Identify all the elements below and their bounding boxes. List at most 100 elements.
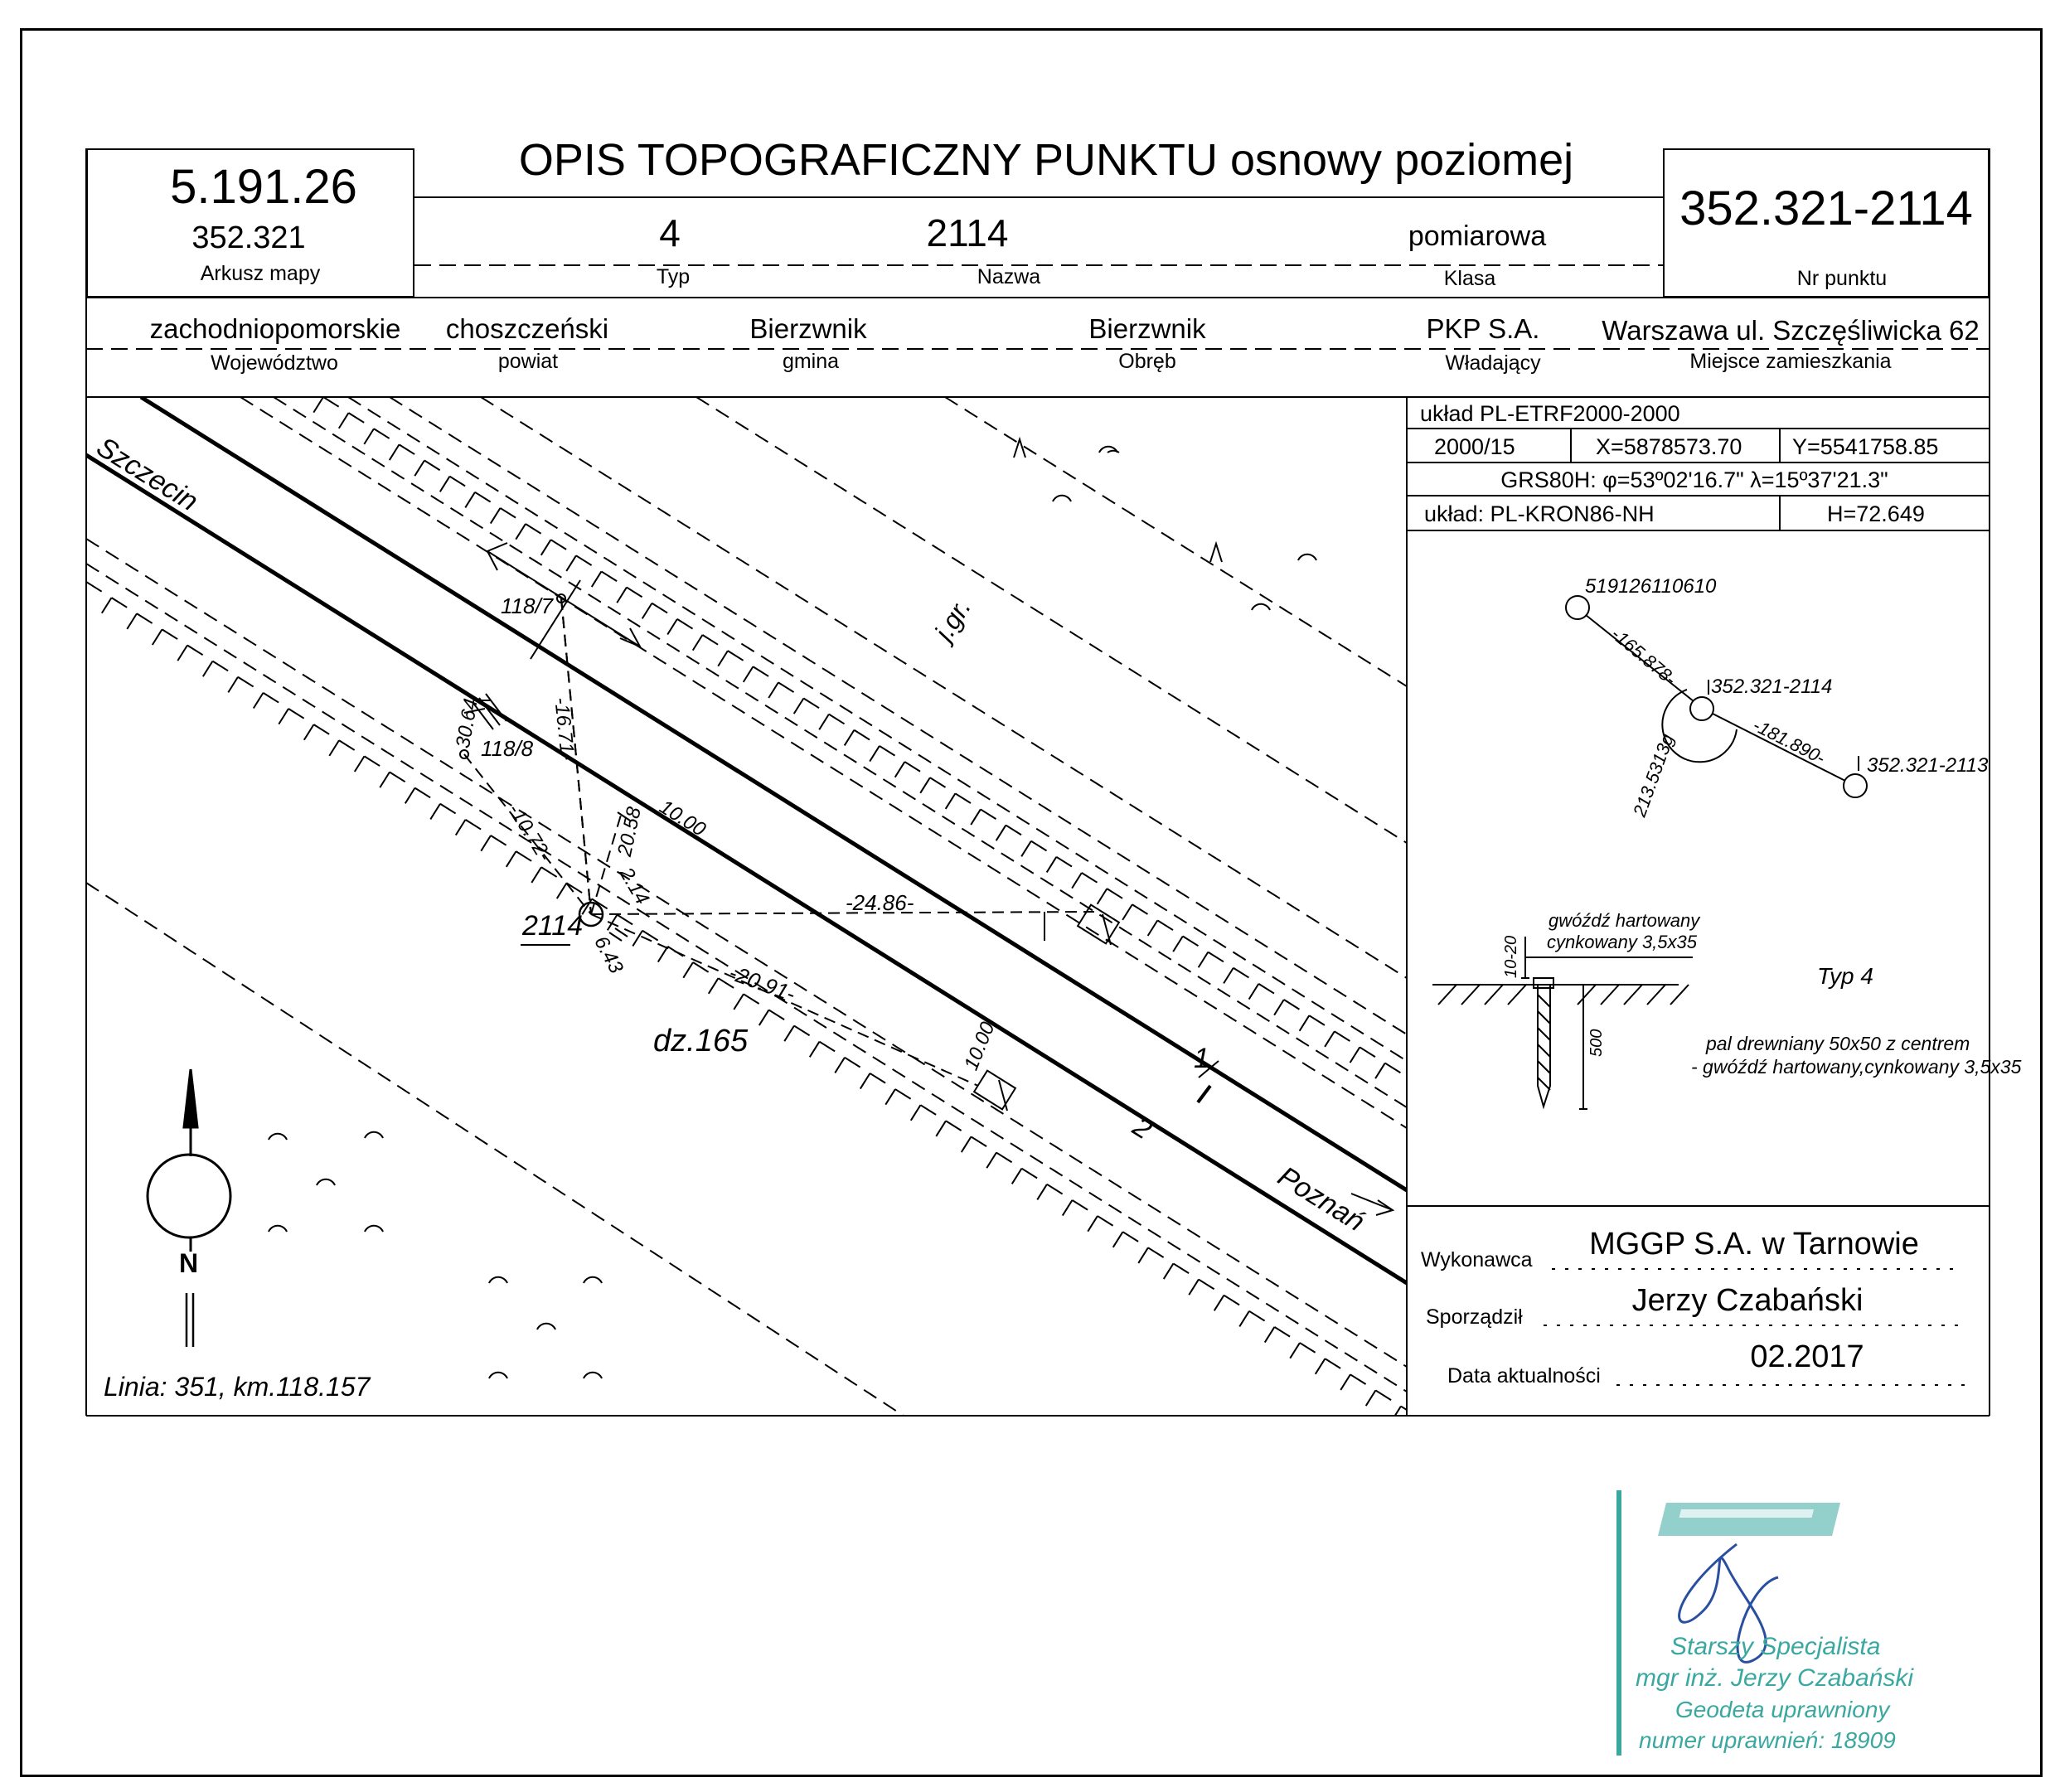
embankment-tick — [1349, 1046, 1361, 1063]
stamp-line-4: numer uprawnień: 18909 — [1639, 1727, 1896, 1753]
embankment-tick — [834, 1057, 846, 1073]
ground-hatch-line — [1507, 984, 1527, 1005]
embankment-tick — [1314, 1358, 1326, 1375]
embankment-tick — [682, 961, 694, 979]
owner-label: Władający — [1445, 351, 1541, 375]
embankment-tick — [935, 1120, 947, 1137]
stamp-line-2: mgr inż. Jerzy Czabański — [1636, 1664, 1914, 1692]
precinct-label: Obręb — [1118, 350, 1176, 373]
embankment-tick — [909, 1104, 922, 1121]
embankment-tick — [657, 946, 669, 963]
embankment-tick — [555, 882, 568, 899]
embankment-tick — [1071, 872, 1083, 889]
embankment-tick — [278, 708, 289, 725]
embankment-tick — [768, 681, 779, 699]
parcel-label: dz.165 — [653, 1024, 749, 1058]
vegetation-symbols — [268, 436, 1317, 1379]
county-value: choszczeński — [445, 313, 609, 344]
embankment-tick — [1197, 952, 1209, 968]
embankment-tick — [919, 777, 931, 794]
coord-x: X=5878573.70 — [1596, 434, 1742, 459]
embankment-tick — [1223, 967, 1234, 984]
embankment-tick — [641, 603, 653, 619]
embankment-tick — [606, 914, 618, 931]
nail-label-2: cynkowany 3,5x35 — [1547, 932, 1697, 952]
embankment-tick — [632, 930, 643, 947]
coord-zone: 2000/15 — [1434, 434, 1515, 459]
embankment-tick — [1036, 1184, 1048, 1200]
embankment-tick — [859, 1073, 871, 1090]
embankment-tick — [970, 808, 981, 826]
point-number: 352.321-2114 — [1679, 182, 1973, 235]
embankment-lower — [86, 582, 1402, 1416]
line-info: Linia: 351, km.118.157 — [104, 1372, 371, 1402]
embankment-tick — [1289, 1342, 1301, 1359]
stamp-line-3: Geodeta uprawniony — [1675, 1697, 1890, 1722]
embankment-tick — [590, 570, 603, 588]
embankment-tick — [227, 676, 239, 693]
embankment-tick — [960, 1136, 972, 1153]
embankment-tick — [808, 1041, 821, 1058]
residence-label: Miejsce zamieszkania — [1689, 350, 1892, 373]
north-label: N — [179, 1248, 199, 1278]
embankment-tick — [565, 555, 577, 572]
embankment-tick — [1146, 919, 1159, 937]
county-label: powiat — [497, 350, 559, 373]
post-drawing — [1432, 937, 1693, 1110]
embankment-tick — [505, 850, 517, 868]
embankment-upper — [313, 397, 1386, 1079]
embankment-tick — [691, 634, 704, 651]
embankment-tick — [885, 1088, 896, 1106]
ground-hatch-line — [1461, 984, 1481, 1005]
sheet-sub: 352.321 — [191, 220, 306, 255]
embankment-tick — [414, 459, 425, 477]
commune-label: gmina — [782, 350, 840, 373]
embankment-tick — [1162, 1262, 1175, 1280]
page-frame — [20, 28, 2043, 1777]
embankment-tick — [995, 825, 1007, 841]
sheet-label: Arkusz mapy — [200, 262, 321, 285]
embankment-tick — [733, 993, 744, 1010]
embankment-tick — [126, 613, 138, 630]
track-1-label: 1 — [1194, 1043, 1209, 1074]
type-label: Typ — [656, 265, 691, 288]
class-label: Klasa — [1443, 267, 1496, 290]
embankment-tick — [792, 697, 805, 714]
embankment-tick — [1273, 999, 1285, 1016]
embankment-tick — [515, 523, 526, 540]
embankment-tick — [1374, 1063, 1386, 1079]
embankment-tick — [581, 898, 593, 915]
embankment-tick — [480, 835, 492, 852]
embankment-tick — [894, 761, 906, 778]
embankment-tick — [439, 476, 451, 492]
embankment-tick — [177, 644, 188, 661]
point-label-map: 2114 — [522, 910, 584, 942]
sheet-number: 5.191.26 — [170, 160, 357, 214]
precinct-value: Bierzwnik — [1088, 313, 1206, 344]
date-label: Data aktualności — [1447, 1364, 1601, 1388]
embankment-tick — [616, 587, 628, 603]
contractor-value: MGGP S.A. w Tarnowie — [1589, 1227, 1919, 1262]
embankment-tick — [1393, 1406, 1402, 1416]
embankment-tick — [363, 428, 375, 445]
embankment-tick — [818, 714, 830, 730]
embankment-tick — [388, 443, 400, 461]
name-value: 2114 — [926, 211, 1009, 254]
coord-y: Y=5541758.85 — [1792, 434, 1939, 459]
sketch-point-center: 352.321-2114 — [1711, 676, 1833, 698]
nail-depth: 10-20 — [1502, 935, 1520, 978]
post-type: Typ 4 — [1817, 963, 1873, 989]
date-value: 02.2017 — [1750, 1339, 1864, 1374]
point-number-label: Nr punktu — [1796, 267, 1888, 290]
embankment-tick — [1087, 1215, 1098, 1233]
embankment-tick — [1020, 840, 1032, 857]
embankment-tick — [252, 692, 264, 710]
height-system: układ: PL-KRON86-NH — [1424, 501, 1655, 526]
embankment-tick — [540, 539, 552, 556]
embankment-tick — [151, 628, 163, 646]
name-label: Nazwa — [977, 265, 1041, 288]
embankment-tick — [1263, 1326, 1276, 1344]
ground-hatch-line — [1623, 984, 1643, 1005]
embankment-tick — [201, 661, 214, 677]
